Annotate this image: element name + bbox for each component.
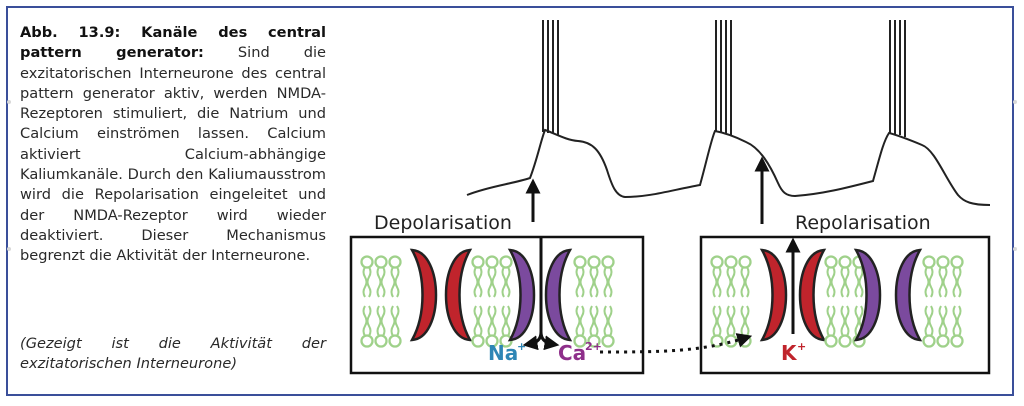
nmda-receptor-membrane bbox=[349, 235, 645, 375]
k-ion-charge: + bbox=[797, 340, 806, 353]
depolarisation-label: Depolarisation bbox=[374, 212, 512, 234]
red-channel bbox=[409, 248, 438, 342]
margin-dot bbox=[7, 247, 11, 251]
potassium-channel-membrane bbox=[699, 235, 991, 375]
red-channel bbox=[444, 248, 473, 342]
purple-channel bbox=[544, 248, 573, 342]
calcium-activation-arrow bbox=[599, 333, 753, 354]
caption-title: Abb. 13.9: Kanäle des central pattern ge… bbox=[20, 24, 326, 62]
na-ion-label: Na bbox=[488, 341, 518, 365]
caption-body: Sind die exzitatorischen Interneurone de… bbox=[20, 44, 327, 265]
purple-channel bbox=[853, 248, 882, 342]
action-potential-trace bbox=[466, 20, 991, 206]
ca-ion-label: Ca bbox=[558, 341, 586, 365]
purple-channel bbox=[894, 248, 923, 342]
ca-ion-charge: 2+ bbox=[585, 340, 602, 353]
na-ion-charge: + bbox=[517, 340, 526, 353]
k-ion-label: K bbox=[781, 341, 798, 365]
caption-note: (Gezeigt ist die Aktivität der exzitator… bbox=[20, 335, 326, 373]
margin-dot bbox=[1013, 247, 1017, 251]
red-channel bbox=[759, 248, 788, 342]
purple-channel bbox=[507, 248, 536, 342]
margin-dot bbox=[1013, 100, 1017, 104]
repolarisation-label: Repolarisation bbox=[795, 212, 931, 234]
influx-arrows bbox=[522, 156, 801, 351]
red-channel bbox=[798, 248, 827, 342]
margin-dot bbox=[7, 100, 11, 104]
figure-caption: Abb. 13.9: Kanäle des central pattern ge… bbox=[20, 23, 326, 267]
figure-frame bbox=[6, 6, 1014, 396]
